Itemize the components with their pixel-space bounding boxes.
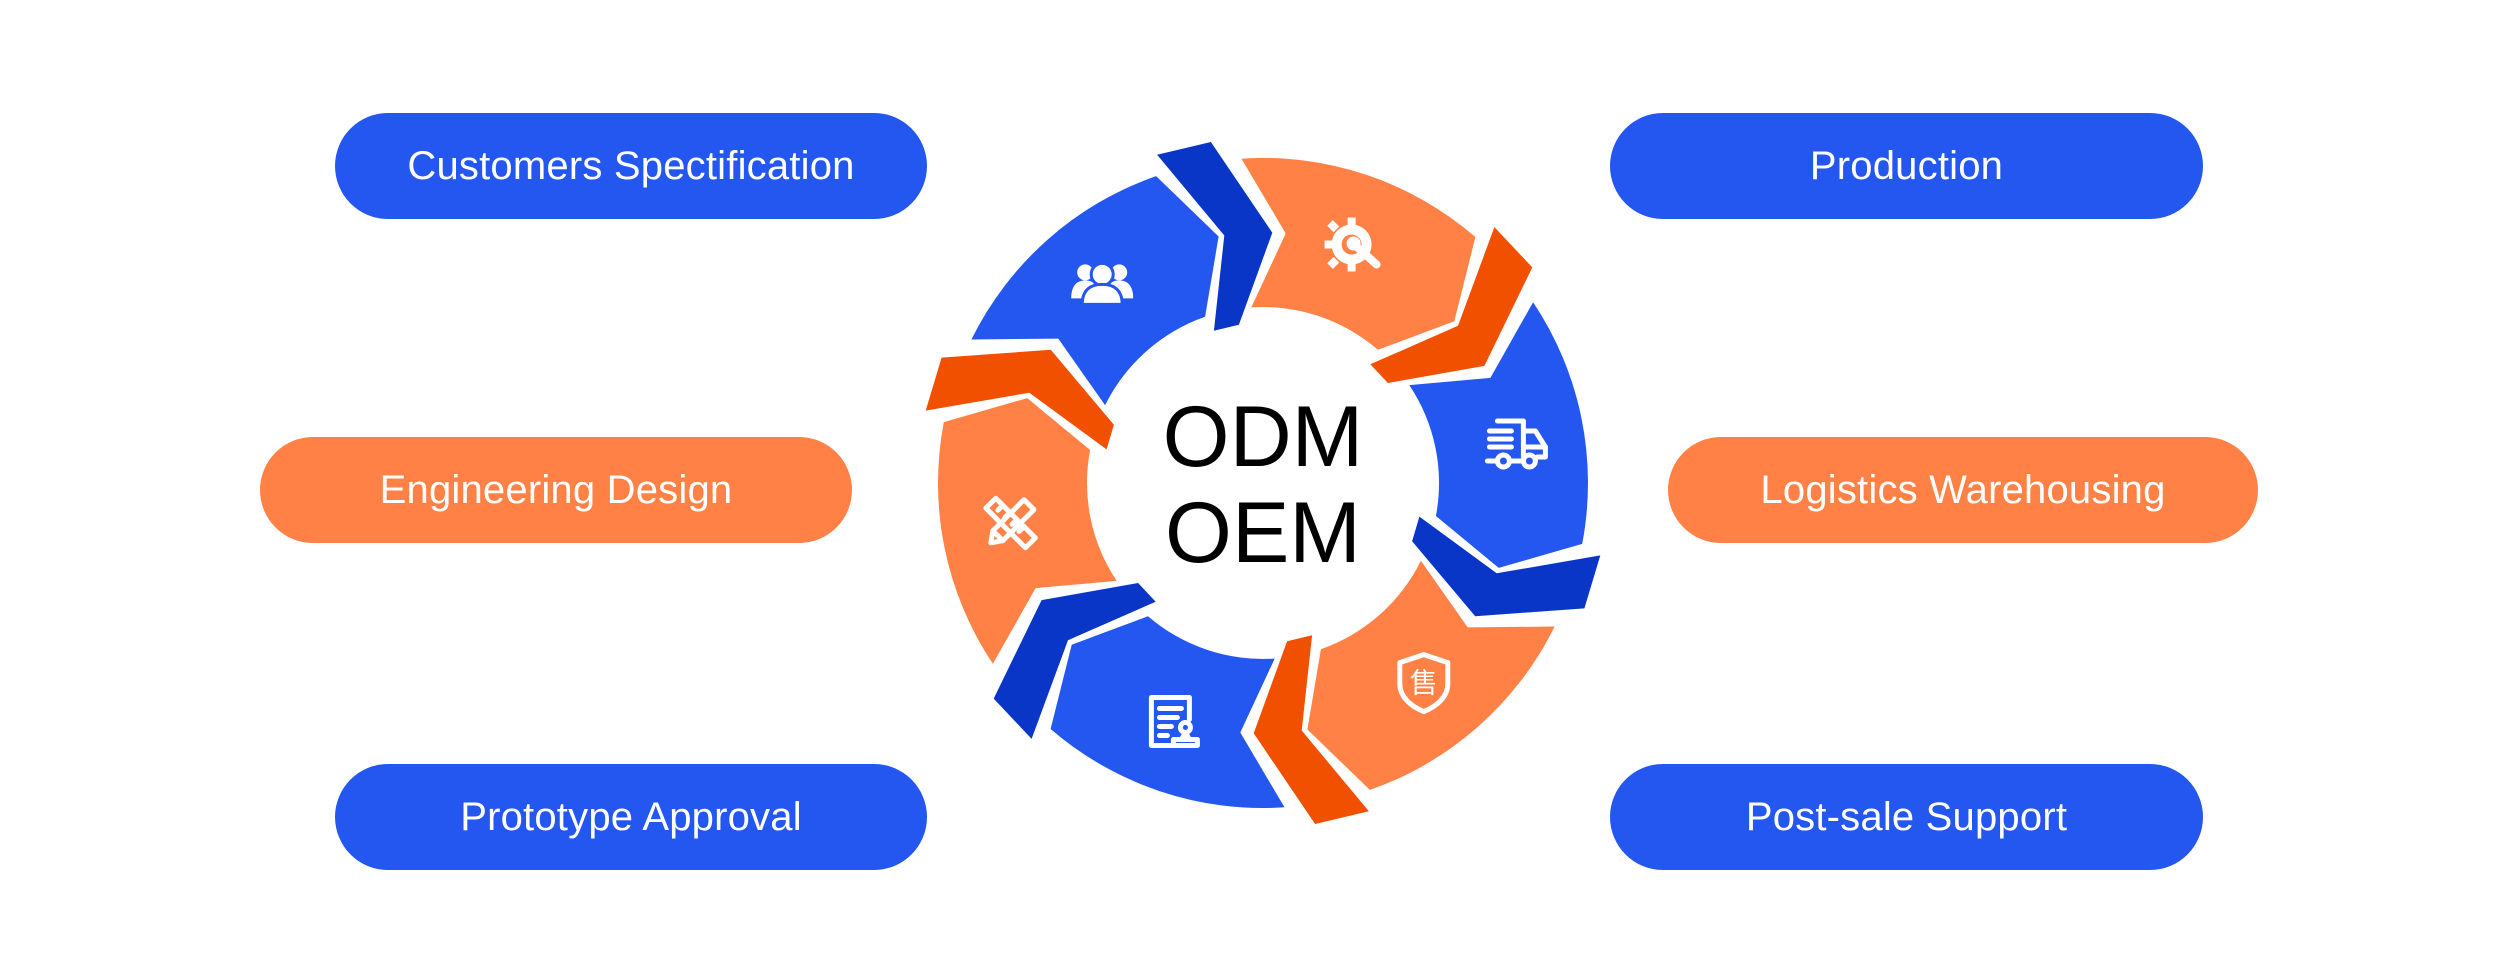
center-label-oem: OEM (1165, 485, 1361, 581)
cycle-chevron-4 (1253, 635, 1369, 824)
step-pill-label: Customers Spectification (407, 143, 855, 188)
step-pill-post-sale-support: Post-sale Support (1610, 764, 2203, 870)
step-pill-label: Production (1809, 143, 2004, 188)
step-pill-production: Production (1610, 113, 2203, 219)
after-sale-shield-icon: 售 (1397, 652, 1451, 715)
ruler-pencil-icon (983, 495, 1038, 551)
document-stamp-icon (1148, 695, 1200, 748)
cycle-chevron-6 (925, 349, 1114, 450)
cycle-chevron-5 (993, 583, 1156, 739)
step-pill-engineering-design: Engineering Design (260, 437, 852, 543)
delivery-truck-icon (1484, 418, 1548, 470)
step-pill-customers-specification: Customers Spectification (335, 113, 927, 219)
step-pill-label: Engineering Design (379, 467, 733, 512)
cycle-segment-4 (1307, 560, 1555, 790)
cycle-segments (925, 142, 1601, 824)
step-pill-prototype-approval: Prototype Approval (335, 764, 927, 870)
gear-wrench-icon (1324, 217, 1381, 272)
svg-text:售: 售 (1410, 667, 1438, 700)
step-pill-label: Logistics Warehousing (1760, 467, 2166, 512)
cycle-chevron-3 (1412, 516, 1601, 617)
step-pill-label: Post-sale Support (1745, 794, 2068, 839)
cycle-segment-5 (1050, 616, 1285, 809)
cycle-chevron-2 (1370, 227, 1533, 383)
step-pill-label: Prototype Approval (460, 794, 802, 839)
users-icon (1071, 261, 1134, 306)
step-pill-logistics-warehousing: Logistics Warehousing (1668, 437, 2258, 543)
cycle-chevron-1 (1157, 142, 1273, 331)
center-label-odm: ODM (1162, 389, 1364, 485)
cycle-icons: 售 (983, 217, 1548, 748)
cycle-segment-3 (1409, 302, 1588, 568)
